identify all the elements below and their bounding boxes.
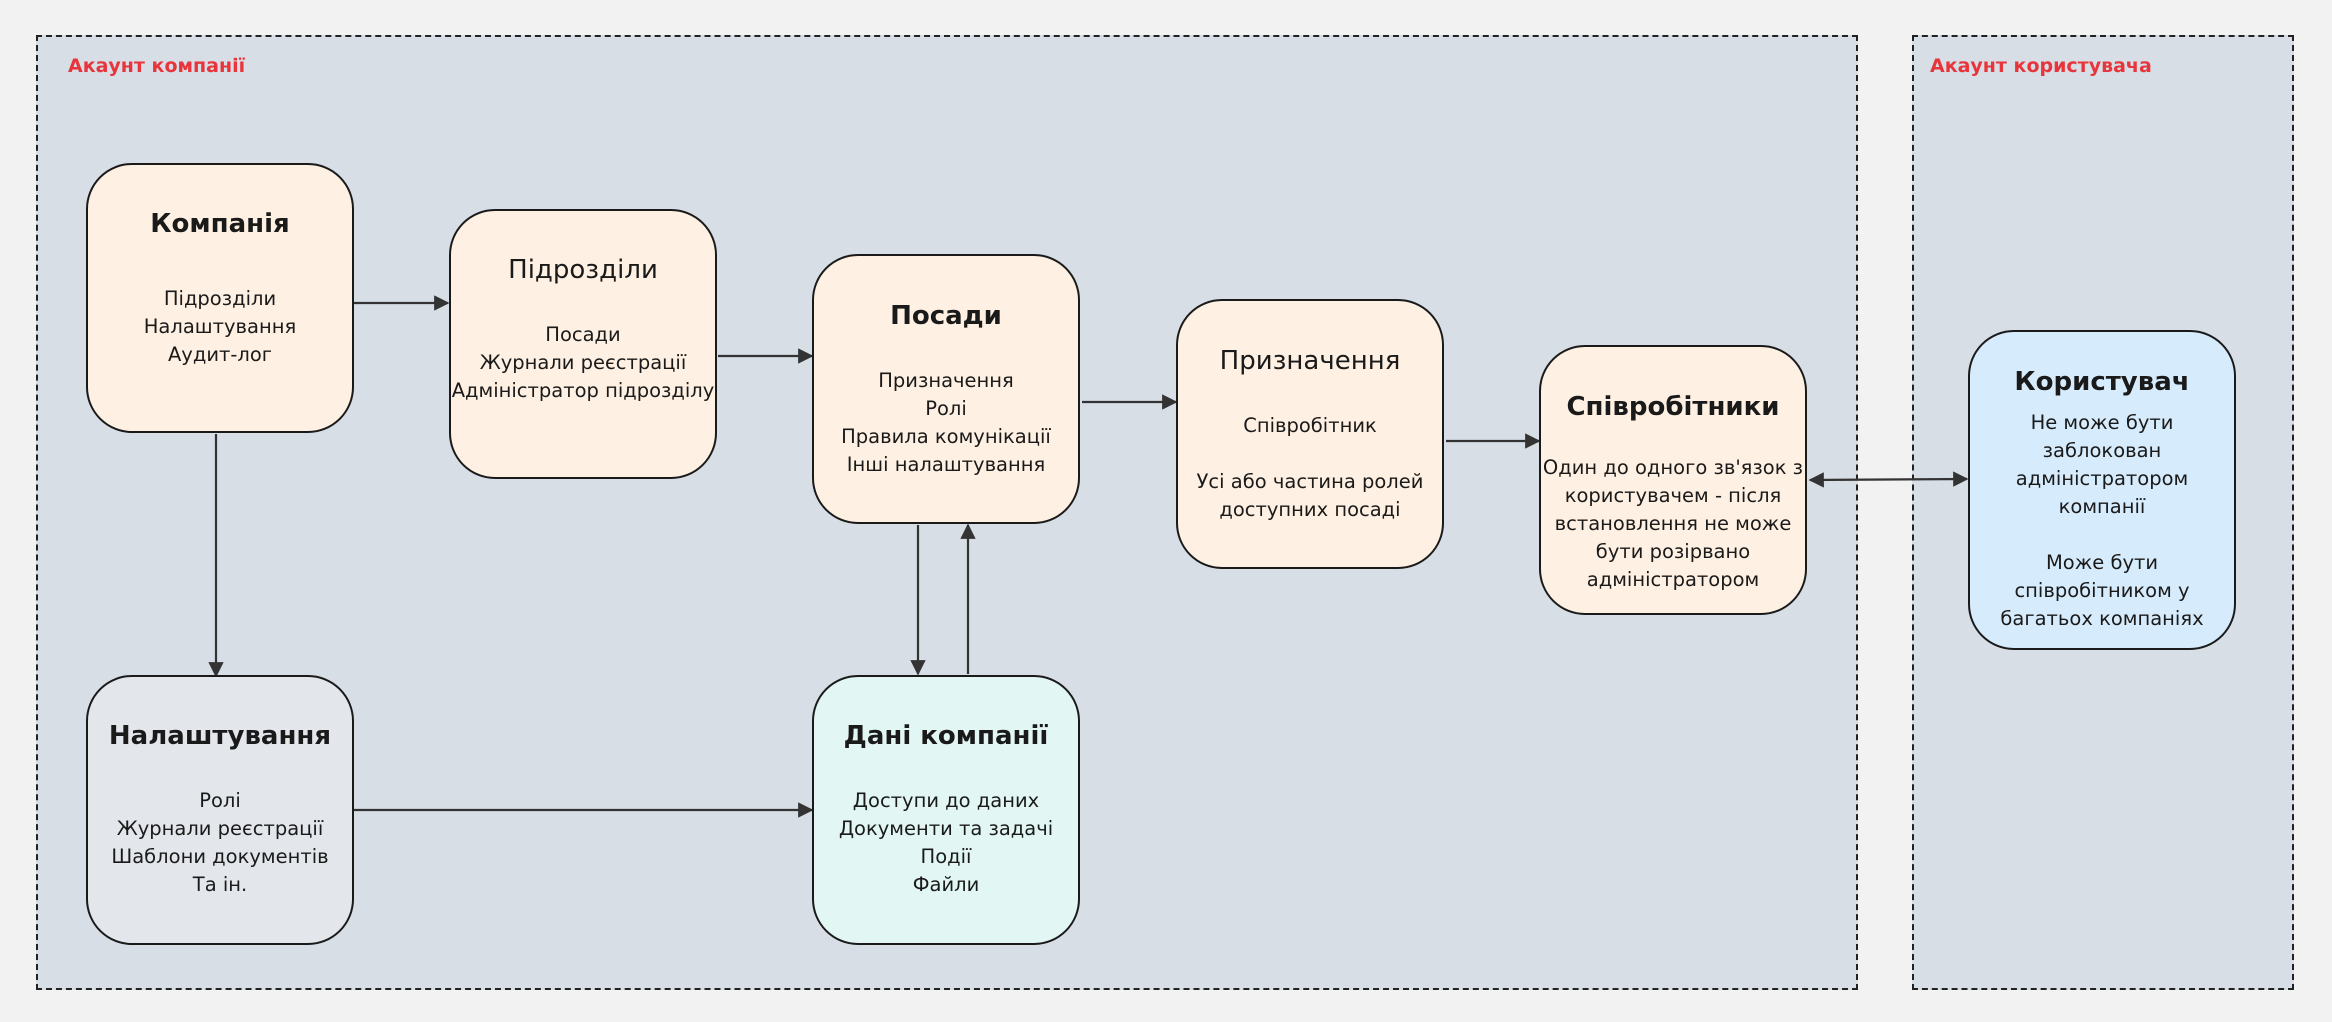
company-data-title: Дані компанії xyxy=(843,721,1049,751)
settings-line: Журнали реєстрації xyxy=(116,817,324,840)
appointments-line: доступних посаді xyxy=(1219,498,1401,521)
appointments-node[interactable]: Призначення Співробітник Усі або частина… xyxy=(1176,299,1444,569)
user-line: Може бути xyxy=(2045,551,2159,574)
departments-node[interactable]: Підрозділи Посади Журнали реєстрації Адм… xyxy=(449,209,717,479)
settings-line: Та ін. xyxy=(192,873,248,896)
positions-node[interactable]: Посади Призначення Ролі Правила комуніка… xyxy=(812,254,1080,524)
company-data-line: Доступи до даних xyxy=(852,789,1040,812)
departments-line: Журнали реєстрації xyxy=(479,351,687,374)
employees-line: адміністратором xyxy=(1586,568,1760,591)
user-line: Не може бути xyxy=(2030,411,2174,434)
company-data-node[interactable]: Дані компанії Доступи до даних Документи… xyxy=(812,675,1080,945)
appointments-line: Співробітник xyxy=(1243,414,1377,437)
employees-line: встановлення не може xyxy=(1554,512,1792,535)
settings-title: Налаштування xyxy=(108,721,332,751)
company-data-line: Файли xyxy=(912,873,980,896)
departments-line: Посади xyxy=(545,323,621,346)
departments-title: Підрозділи xyxy=(508,255,658,285)
user-line: багатьох компаніях xyxy=(2000,607,2204,630)
settings-node[interactable]: Налаштування Ролі Журнали реєстрації Шаб… xyxy=(86,675,354,945)
user-node[interactable]: Користувач Не може бути заблокован адмін… xyxy=(1968,330,2236,650)
employees-node[interactable]: Співробітники Один до одного зв'язок з к… xyxy=(1539,345,1807,615)
user-line: заблокован xyxy=(2042,439,2162,462)
user-line: компанії xyxy=(2058,495,2146,518)
positions-line: Інші налаштування xyxy=(846,453,1046,476)
company-data-line: Події xyxy=(920,845,972,868)
company-account-label: Акаунт компанії xyxy=(68,55,246,77)
company-data-line: Документи та задачі xyxy=(838,817,1054,840)
user-line: адміністратором xyxy=(2015,467,2189,490)
company-title: Компанія xyxy=(150,209,290,239)
settings-line: Шаблони документів xyxy=(111,845,329,868)
departments-line: Адміністратор підрозділу xyxy=(451,379,715,402)
user-line: співробітником у xyxy=(2014,579,2190,602)
company-line: Аудит-лог xyxy=(167,343,273,366)
positions-line: Ролі xyxy=(925,397,967,420)
positions-line: Призначення xyxy=(878,369,1014,392)
appointments-line: Усі або частина ролей xyxy=(1196,470,1424,493)
employees-line: користувачем - після xyxy=(1564,484,1782,507)
employees-line: бути розірвано xyxy=(1595,540,1751,563)
employees-line: Один до одного зв'язок з xyxy=(1542,456,1804,479)
user-title: Користувач xyxy=(2014,367,2190,397)
positions-line: Правила комунікації xyxy=(841,425,1051,448)
appointments-title: Призначення xyxy=(1219,346,1401,376)
company-line: Налаштування xyxy=(143,315,297,338)
user-account-label: Акаунт користувача xyxy=(1930,55,2152,77)
settings-line: Ролі xyxy=(199,789,241,812)
company-line: Підрозділи xyxy=(163,287,277,310)
employees-title: Співробітники xyxy=(1566,392,1780,422)
positions-title: Посади xyxy=(890,301,1002,331)
company-node[interactable]: Компанія Підрозділи Налаштування Аудит-л… xyxy=(86,163,354,433)
